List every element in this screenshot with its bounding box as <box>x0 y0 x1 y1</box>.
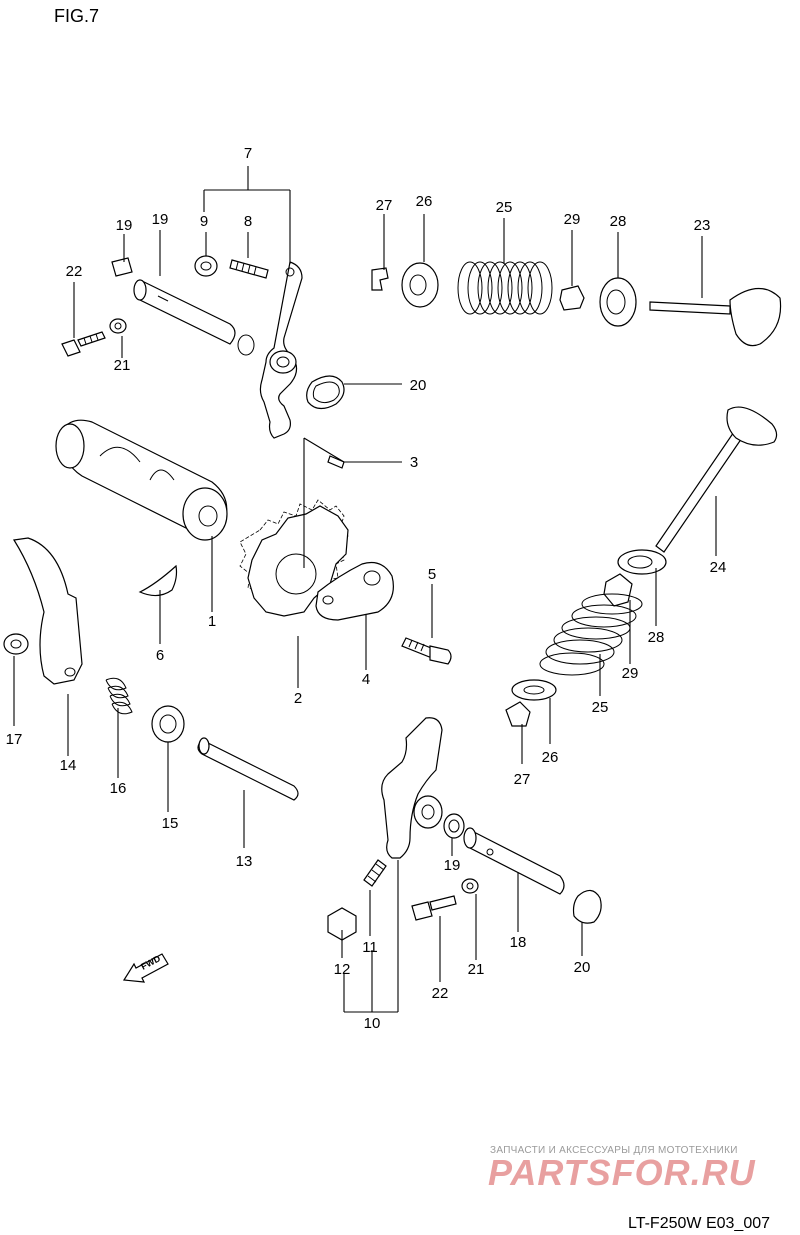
callout-29-lower: 29 <box>622 665 639 682</box>
callout-21-upper: 21 <box>114 357 131 374</box>
callout-26-upper: 26 <box>416 193 433 210</box>
callout-3: 3 <box>410 454 418 471</box>
callout-14: 14 <box>60 757 77 774</box>
callout-10: 10 <box>364 1015 381 1032</box>
callout-18: 18 <box>510 934 527 951</box>
callout-labels: 7 9 8 19 19 22 21 20 27 26 25 29 28 23 3… <box>6 145 727 1032</box>
bolt-22-lower <box>411 895 457 921</box>
spring-seat-26-lower <box>511 679 557 701</box>
callout-22-lower: 22 <box>432 985 449 1002</box>
watermark-brand: PARTSFOR.RU <box>488 1152 756 1193</box>
callout-25-upper: 25 <box>496 199 513 216</box>
callout-17: 17 <box>6 731 23 748</box>
callout-29-upper: 29 <box>564 211 581 228</box>
gasket-20-lower <box>572 889 602 924</box>
lever-14 <box>13 537 83 685</box>
shaft-13 <box>197 737 299 801</box>
gasket-20-upper <box>306 375 345 410</box>
valve-23 <box>649 287 782 347</box>
callout-19-upper: 19 <box>152 211 169 228</box>
adjust-nut-lower <box>327 907 357 941</box>
adjust-nut-upper <box>194 255 218 277</box>
cam-key-6 <box>138 564 178 597</box>
callout-6: 6 <box>156 647 164 664</box>
callout-9: 9 <box>200 213 208 230</box>
valve-seal-29-lower <box>603 573 633 607</box>
callout-4: 4 <box>362 671 370 688</box>
figure-code: LT-F250W E03_007 <box>628 1215 770 1232</box>
callout-16: 16 <box>110 780 127 797</box>
spring-16 <box>105 677 133 715</box>
callout-20-lower: 20 <box>574 959 591 976</box>
callout-23: 23 <box>694 217 711 234</box>
rocker-shaft-upper <box>133 279 255 356</box>
callout-2: 2 <box>294 690 302 707</box>
sprocket-plate <box>315 561 394 621</box>
callout-22-upper: 22 <box>66 263 83 280</box>
callout-26-lower: 26 <box>542 749 559 766</box>
callout-13: 13 <box>236 853 253 870</box>
valve-cotter-27-lower <box>505 701 531 727</box>
callout-24: 24 <box>710 559 727 576</box>
callout-20-upper: 20 <box>410 377 427 394</box>
valve-24 <box>655 406 778 553</box>
callout-5: 5 <box>428 566 436 583</box>
leader-lines <box>13 166 717 1013</box>
callout-25-lower: 25 <box>592 699 609 716</box>
rocker-arm-lower <box>381 717 443 859</box>
bearing-15 <box>151 705 185 743</box>
valve-spring-25-upper <box>457 261 553 315</box>
camshaft <box>55 419 228 541</box>
callout-27-lower: 27 <box>514 771 531 788</box>
callout-8: 8 <box>244 213 252 230</box>
bolt-22-upper <box>61 331 106 357</box>
fwd-arrow-icon: FWD <box>122 953 169 983</box>
adjust-screw-lower <box>363 859 387 887</box>
washer-19-lower <box>443 813 465 839</box>
callout-19-upper-left: 19 <box>116 217 133 234</box>
spring-seat-28-upper <box>599 277 637 327</box>
figure-title: FIG.7 <box>54 6 99 26</box>
callout-28-lower: 28 <box>648 629 665 646</box>
valve-spring-25-lower <box>539 593 643 676</box>
callout-27-upper: 27 <box>376 197 393 214</box>
adjust-screw-upper <box>229 259 269 279</box>
callout-12: 12 <box>334 961 351 978</box>
nut-17 <box>3 633 29 655</box>
callout-19-lower: 19 <box>444 857 461 874</box>
rocker-shaft-lower <box>463 827 565 895</box>
valve-cotter-27-upper <box>371 267 389 291</box>
washer-21-upper <box>109 318 127 334</box>
callout-1: 1 <box>208 613 216 630</box>
valve-seal-29-upper <box>559 285 585 311</box>
washer-21-lower <box>461 878 479 894</box>
callout-21-lower: 21 <box>468 961 485 978</box>
bolt-5 <box>401 637 452 665</box>
watermark-tagline: ЗАПЧАСТИ И АКСЕССУАРЫ ДЛЯ МОТОТЕХНИКИ <box>490 1145 738 1156</box>
callout-11: 11 <box>362 939 378 956</box>
callout-7: 7 <box>244 145 252 162</box>
dowel-pin-3 <box>327 455 345 469</box>
spring-seat-26-upper <box>401 262 439 308</box>
callout-15: 15 <box>162 815 179 832</box>
rocker-arm-upper <box>259 261 303 439</box>
callout-28-upper: 28 <box>610 213 627 230</box>
spring-seat-28-lower <box>617 549 667 575</box>
washer-19-upper <box>111 257 133 277</box>
